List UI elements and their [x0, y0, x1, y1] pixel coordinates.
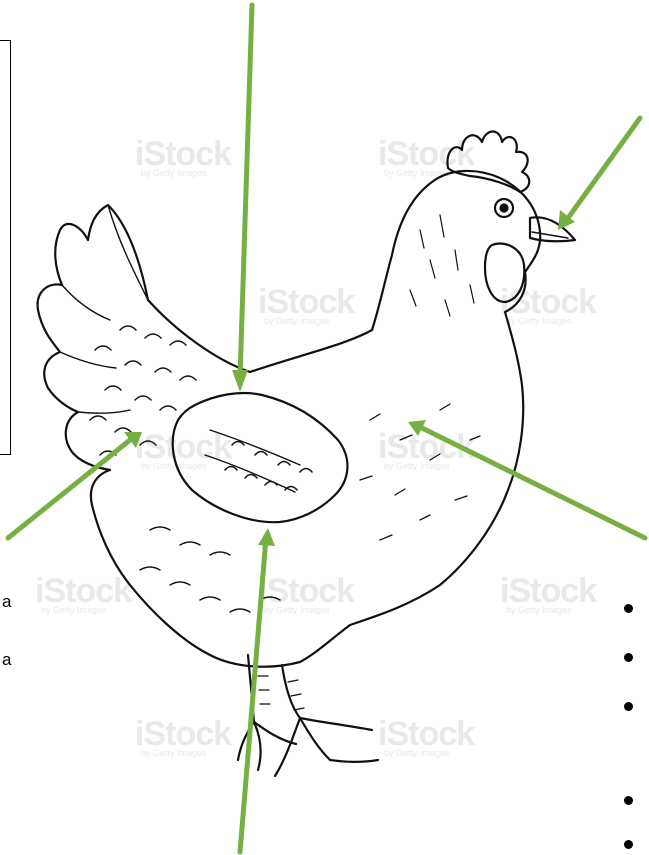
arrow-beak — [558, 118, 640, 230]
arrow-back — [232, 5, 252, 392]
arrow-tail — [8, 432, 142, 538]
hen-comb — [447, 132, 529, 193]
arrow-wing — [240, 528, 275, 852]
arrow-breast — [408, 420, 645, 538]
hen-wing — [173, 393, 348, 522]
hen-tail — [38, 205, 250, 470]
hen-wattle — [485, 244, 524, 302]
